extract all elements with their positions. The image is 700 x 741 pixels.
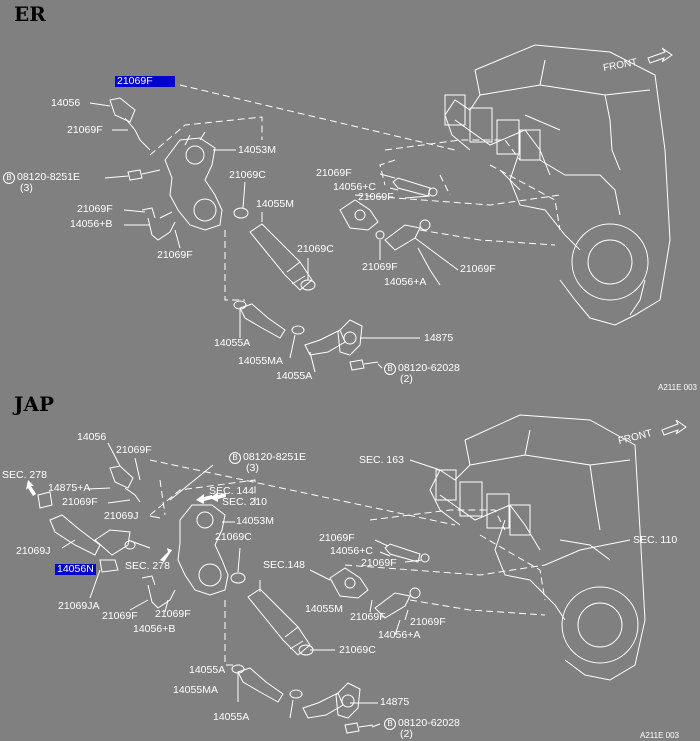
diagram-code-jap: A211E 003 bbox=[640, 731, 679, 740]
section-title-er: ER bbox=[14, 2, 46, 26]
part-label-21069f[interactable]: 21069F bbox=[350, 611, 386, 623]
jap-leader-lines bbox=[61, 442, 631, 728]
jap-engine-outline bbox=[429, 414, 646, 681]
part-label-21069f[interactable]: 21069F bbox=[362, 261, 398, 273]
part-label-21069c[interactable]: 21069C bbox=[339, 644, 376, 656]
quantity-label: (2) bbox=[400, 373, 413, 385]
jap-arrows bbox=[26, 480, 226, 562]
bolt-marker-icon: B bbox=[384, 363, 396, 375]
quantity-label: (3) bbox=[20, 182, 33, 194]
part-label-21069ja[interactable]: 21069JA bbox=[58, 600, 100, 612]
part-label-14056-c[interactable]: 14056+C bbox=[330, 545, 373, 557]
part-label-21069f-highlighted[interactable]: 21069F bbox=[115, 76, 175, 87]
part-label-14056-a[interactable]: 14056+A bbox=[378, 629, 421, 641]
part-label-14055a[interactable]: 14055A bbox=[213, 711, 250, 723]
part-label-21069f[interactable]: 21069F bbox=[358, 191, 394, 203]
part-label-14053m[interactable]: 14053M bbox=[238, 144, 276, 156]
part-label-21069f[interactable]: 21069F bbox=[361, 557, 397, 569]
sec-ref-148[interactable]: SEC.148 bbox=[263, 559, 306, 571]
part-label-21069f[interactable]: 21069F bbox=[410, 616, 446, 628]
part-label-14875-a[interactable]: 14875+A bbox=[48, 482, 91, 494]
er-engine-outline bbox=[444, 44, 671, 326]
section-title-jap: JAP bbox=[14, 392, 55, 416]
part-label-14053m[interactable]: 14053M bbox=[236, 515, 274, 527]
bolt-part-number: 08120-8251E bbox=[17, 171, 81, 183]
part-label-14056n-highlighted[interactable]: 14056N bbox=[55, 563, 96, 575]
part-label-14055m[interactable]: 14055M bbox=[305, 603, 343, 615]
part-label-14056-b[interactable]: 14056+B bbox=[70, 218, 113, 230]
er-leader-lines bbox=[89, 102, 459, 373]
part-label-14055m[interactable]: 14055M bbox=[256, 198, 294, 210]
part-label-14055a[interactable]: 14055A bbox=[189, 664, 226, 676]
part-label-21069f[interactable]: 21069F bbox=[316, 167, 352, 179]
part-label-14056-c[interactable]: 14056+C bbox=[333, 181, 376, 193]
bolt-part-number: 08120-62028 bbox=[398, 362, 460, 374]
part-label-21069f[interactable]: 21069F bbox=[102, 610, 138, 622]
part-label-14056[interactable]: 14056 bbox=[51, 97, 81, 109]
diagram-code-er: A211E 003 bbox=[658, 383, 697, 392]
sec-ref-144[interactable]: SEC. 144 bbox=[209, 485, 254, 497]
sec-ref-210[interactable]: SEC. 210 bbox=[222, 496, 267, 508]
part-label-21069f[interactable]: 21069F bbox=[67, 124, 103, 136]
part-label-21069c[interactable]: 21069C bbox=[215, 531, 252, 543]
part-label-21069f[interactable]: 21069F bbox=[157, 249, 193, 261]
quantity-label: (3) bbox=[246, 462, 259, 474]
front-arrow-er bbox=[647, 47, 673, 64]
part-label-14056-b[interactable]: 14056+B bbox=[133, 623, 176, 635]
part-label-14875[interactable]: 14875 bbox=[380, 696, 410, 708]
bolt-part-number: 08120-8251E bbox=[243, 451, 307, 463]
part-label-21069f[interactable]: 21069F bbox=[155, 608, 191, 620]
sec-ref-110[interactable]: SEC. 110 bbox=[633, 534, 678, 546]
part-label-21069f[interactable]: 21069F bbox=[77, 203, 113, 215]
bolt-marker-icon: B bbox=[384, 718, 396, 730]
quantity-label: (2) bbox=[400, 728, 413, 740]
part-label-21069j[interactable]: 21069J bbox=[16, 545, 51, 557]
part-label-21069c[interactable]: 21069C bbox=[229, 169, 266, 181]
front-arrow-jap bbox=[661, 419, 687, 436]
part-label-14055a[interactable]: 14055A bbox=[276, 370, 313, 382]
part-label-14055ma[interactable]: 14055MA bbox=[238, 355, 283, 367]
bolt-marker-icon: B bbox=[229, 452, 241, 464]
part-label-21069c[interactable]: 21069C bbox=[297, 243, 334, 255]
part-label-21069j[interactable]: 21069J bbox=[104, 510, 139, 522]
part-label-21069f[interactable]: 21069F bbox=[319, 532, 355, 544]
sec-ref-163[interactable]: SEC. 163 bbox=[359, 454, 404, 466]
part-label-14056-a[interactable]: 14056+A bbox=[384, 276, 427, 288]
part-label-21069f[interactable]: 21069F bbox=[460, 263, 496, 275]
part-label-21069f[interactable]: 21069F bbox=[62, 496, 98, 508]
bolt-marker-icon: B bbox=[3, 172, 15, 184]
er-dashed-leaders bbox=[149, 84, 561, 301]
part-label-14875[interactable]: 14875 bbox=[424, 332, 454, 344]
part-label-14055a[interactable]: 14055A bbox=[214, 337, 251, 349]
part-label-14055ma[interactable]: 14055MA bbox=[173, 684, 218, 696]
bolt-part-number: 08120-62028 bbox=[398, 717, 460, 729]
part-label-14056[interactable]: 14056 bbox=[77, 431, 107, 443]
sec-ref-278[interactable]: SEC. 278 bbox=[125, 560, 170, 572]
sec-ref-278[interactable]: SEC. 278 bbox=[2, 469, 47, 481]
er-parts bbox=[109, 97, 438, 371]
part-label-21069f[interactable]: 21069F bbox=[116, 444, 152, 456]
jap-dashed-leaders bbox=[149, 459, 546, 666]
